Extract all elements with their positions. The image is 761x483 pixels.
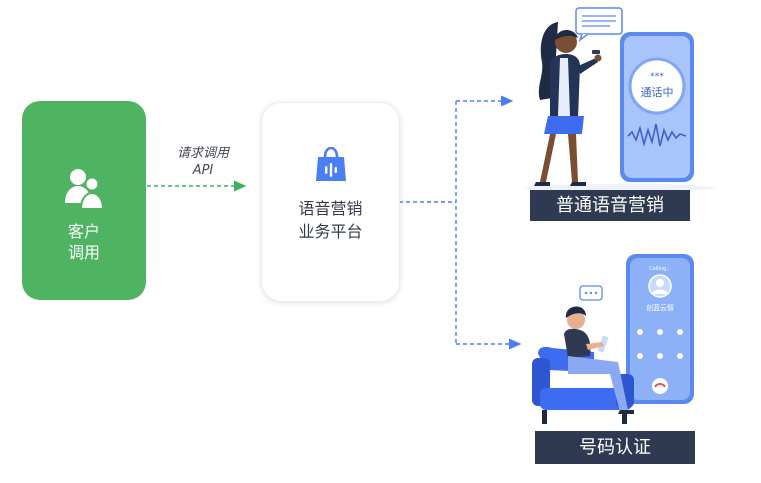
customer-label-line1: 客户: [67, 222, 100, 241]
api-call-line1: 请求调用: [176, 146, 229, 161]
customer-node: 客户 调用: [22, 101, 146, 300]
users-icon: [65, 169, 104, 210]
platform-node: 语音营销 业务平台: [261, 102, 400, 302]
number-verification-illustration: Calling... 创蓝云智: [532, 254, 694, 424]
api-call-line2: API: [192, 163, 214, 178]
platform-label-line2: 业务平台: [298, 222, 363, 241]
api-call-label: 请求调用 API: [160, 145, 246, 179]
phone-calling-text: Calling...: [649, 266, 671, 272]
customer-label-line2: 调用: [67, 243, 100, 262]
platform-label-line1: 语音营销: [298, 199, 363, 218]
voice-call-illustration: *** 通话中: [525, 7, 715, 192]
phone-status-text: 通话中: [641, 86, 674, 99]
phone-badge: ***: [650, 72, 664, 82]
phone-caller-name: 创蓝云智: [646, 303, 674, 312]
platform-label: 语音营销 业务平台: [298, 197, 362, 243]
shopping-bag-voice-icon: [315, 147, 346, 181]
customer-label: 客户 调用: [68, 221, 100, 263]
voice-marketing-caption: 普通语音营销: [530, 190, 690, 221]
number-verification-caption: 号码认证: [535, 431, 695, 464]
